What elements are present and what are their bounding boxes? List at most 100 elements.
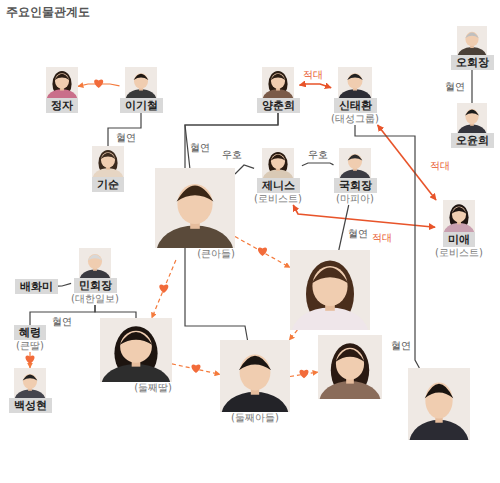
hostile-link — [293, 205, 435, 227]
hair-shape — [465, 110, 479, 116]
portrait-photo — [457, 103, 487, 133]
hair-shape — [348, 155, 363, 161]
character-card: 제니스(로비스트) — [254, 148, 302, 205]
role-note: (로비스트) — [254, 193, 302, 205]
face-shape — [271, 154, 285, 169]
chart-title: 주요인물관계도 — [6, 4, 90, 21]
name-tag: 오회장 — [451, 55, 494, 70]
character-card: 오윤희 — [451, 103, 494, 148]
portrait-photo — [220, 340, 290, 412]
heart-symbol — [299, 370, 308, 379]
character-card — [290, 250, 370, 330]
face-shape — [240, 354, 271, 390]
character-card: (둘째딸) — [100, 318, 172, 394]
hair-shape — [177, 186, 214, 202]
relation-link — [302, 163, 334, 166]
role-note: (둘째딸) — [134, 382, 172, 394]
shoulder-shape — [157, 226, 234, 248]
relation-label: 혈연 — [115, 132, 137, 143]
role-note: (큰딸) — [16, 340, 44, 352]
name-tag: 국회장 — [334, 178, 377, 193]
hair-shape — [452, 207, 467, 213]
name-tag: 오윤희 — [451, 133, 494, 148]
name-tag: 이기철 — [120, 98, 163, 113]
face-shape — [88, 254, 102, 269]
portrait-photo — [14, 368, 46, 398]
character-card: 신태환(태성그룹) — [331, 67, 379, 125]
hair-shape — [347, 74, 363, 80]
portrait-photo — [262, 67, 294, 98]
portrait-photo — [92, 146, 124, 177]
character-card: 혜령(큰딸) — [14, 325, 46, 352]
relation-label: 적대 — [429, 160, 451, 171]
relation-label: 혈연 — [390, 340, 412, 351]
portrait-photo — [443, 200, 475, 232]
relation-link — [471, 70, 472, 103]
shoulder-shape — [221, 392, 288, 412]
name-tag: 신태환 — [334, 98, 377, 113]
name-tag: 제니스 — [257, 178, 300, 193]
face-shape — [348, 154, 362, 169]
connector-group — [25, 70, 472, 378]
portrait-photo — [408, 368, 470, 440]
face-shape — [336, 348, 364, 380]
face-shape — [101, 152, 115, 168]
shoulder-shape — [444, 223, 475, 232]
character-card: 미애(로비스트) — [435, 200, 483, 259]
face-shape — [23, 374, 37, 389]
role-note: (태성그룹) — [331, 113, 379, 125]
relation-link — [235, 165, 254, 174]
character-card: 정자 — [46, 67, 78, 113]
shoulder-shape — [458, 125, 487, 133]
relation-link — [95, 305, 136, 318]
role-note: (큰아들) — [197, 248, 235, 260]
face-shape — [134, 73, 148, 89]
face-shape — [120, 331, 152, 363]
hair-shape — [23, 375, 38, 381]
hair-shape — [425, 384, 454, 398]
character-card: 이기철 — [120, 67, 163, 113]
relation-label: 혈연 — [51, 316, 73, 327]
hair-shape — [312, 268, 349, 284]
relation-link — [108, 113, 141, 146]
hair-shape — [271, 74, 286, 80]
hair-shape — [119, 332, 152, 345]
love-link — [289, 330, 297, 340]
shoulder-shape — [409, 420, 469, 440]
shoulder-shape — [80, 270, 111, 278]
name-tag: 양춘희 — [257, 98, 300, 113]
relation-label: 적대 — [302, 69, 324, 80]
love-link — [172, 364, 220, 374]
face-shape — [55, 73, 69, 89]
shoulder-shape — [47, 89, 78, 98]
name-tag: 기순 — [92, 177, 124, 192]
hair-shape — [88, 255, 103, 261]
portrait-photo — [318, 335, 382, 399]
portrait-photo — [79, 248, 111, 278]
shoulder-shape — [93, 168, 124, 177]
role-note: (로비스트) — [435, 247, 483, 259]
character-card — [408, 368, 470, 440]
face-shape — [271, 73, 285, 89]
character-card: 민회장(대한일보) — [71, 248, 119, 305]
relation-label: 혈연 — [189, 142, 211, 153]
portrait-photo — [339, 148, 371, 178]
shoulder-shape — [458, 47, 487, 55]
shoulder-shape — [339, 89, 372, 98]
portrait-photo — [100, 318, 172, 382]
character-card: 배화미 — [15, 279, 58, 294]
character-card: 오회장 — [451, 26, 494, 70]
relation-label: 적대 — [371, 232, 393, 243]
relation-label: 우호 — [221, 149, 243, 160]
relation-label: 혈연 — [347, 228, 369, 239]
heart-symbol — [191, 365, 200, 374]
shoulder-shape — [15, 390, 46, 398]
name-tag: 배화미 — [15, 279, 58, 294]
heart-symbol — [159, 284, 168, 293]
shoulder-shape — [340, 170, 371, 178]
hair-shape — [55, 74, 70, 80]
portrait-photo — [125, 67, 157, 98]
character-card: 기순 — [92, 146, 124, 192]
heart-symbol — [94, 79, 103, 88]
shoulder-shape — [126, 89, 157, 98]
